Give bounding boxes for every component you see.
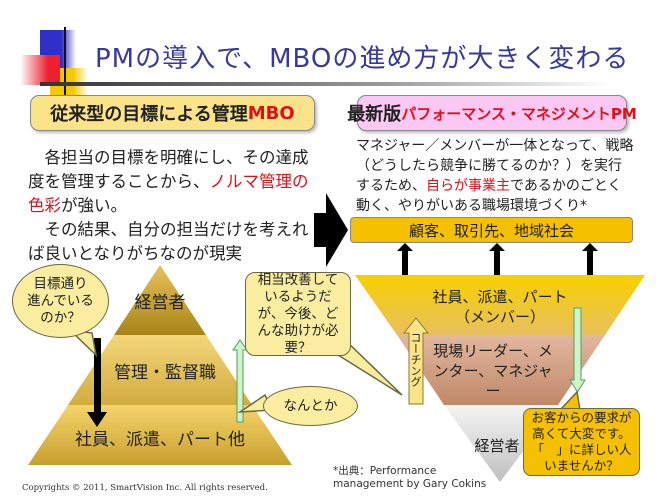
title-underline: [40, 82, 610, 86]
coaching-label: コーチング: [409, 332, 422, 387]
footnote: *出典：Performance management by Gary Cokin…: [333, 465, 487, 490]
pm-header-text: 最新版: [347, 104, 402, 125]
desc-highlight: ノルマ管理の色彩: [28, 172, 309, 215]
mbo-header-accent: MBO: [247, 102, 295, 124]
pyramid-label-middle: 管理・監督職: [114, 362, 216, 383]
pyramid-label-bottom: 社員、派遣、パート他: [75, 429, 245, 450]
inverted-label-top: 社員、派遣、パート（メンバー）: [432, 288, 568, 326]
inverted-label-bottom: 経営者: [474, 436, 520, 455]
double-arrows-icon: [397, 243, 598, 285]
desc-text: マネジャー／メンバーが一体となって、戦略（どうしたら競争に勝てるのか？）を実行す…: [356, 138, 634, 194]
mbo-header-text: 従来型の目標による管理: [50, 104, 248, 125]
pm-header-accent: パフォーマンス・マネジメントPM: [401, 104, 637, 123]
inverted-middle: [397, 335, 605, 405]
down-arrow-icon: [87, 338, 107, 427]
copyright: Copyrights © 2011, SmartVision Inc. All …: [22, 483, 268, 493]
customers-box: 顧客、取引先、地域社会: [350, 217, 633, 243]
transition-arrow-icon: [314, 193, 348, 267]
desc-text: 各担当の目標を明確にし、その達成度を管理することから、: [28, 148, 309, 191]
page-title: PMの導入で、MBOの進め方が大きく変わる: [95, 44, 630, 74]
mbo-description: 各担当の目標を明確にし、その達成度を管理することから、ノルマ管理の色彩が強い。 …: [28, 146, 316, 266]
desc-highlight: 自らが事業主: [426, 178, 510, 194]
deco-red-square: [20, 55, 60, 85]
bubble-help-question: 相当改善しているようだが、今後、どんな助けが必要？: [245, 272, 351, 356]
bubble-customer-request: お客からの要求が高くて大変です。「 」に詳しい人いませんか？: [523, 408, 640, 476]
desc-text: であるかのごとく動く、やりがいある職場環境づくり*: [356, 178, 622, 214]
pm-description: マネジャー／メンバーが一体となって、戦略（どうしたら競争に勝てるのか？）を実行す…: [356, 136, 634, 216]
inverted-label-middle: 現場リーダー、メンター、マネジャー: [433, 342, 553, 400]
desc-text: その結果、自分の担当だけを考えれば良いとなりがちなのが現実: [28, 220, 309, 263]
bubble-nantoka: なんとか: [263, 386, 358, 426]
coaching-arrow-icon: [402, 317, 430, 405]
bubble-progress-question: 目標通り進んでいるのか？: [12, 264, 109, 338]
pyramid-label-top: 経営者: [134, 292, 186, 313]
inverted-top: [355, 275, 645, 335]
pm-header: 最新版パフォーマンス・マネジメントPM: [347, 95, 637, 131]
pyramid-top: [114, 265, 206, 335]
customers-label: 顧客、取引先、地域社会: [408, 221, 574, 240]
deco-vertical-line: [64, 27, 66, 107]
desc-text: が強い。: [61, 196, 127, 215]
down-arrow-green-icon: [569, 307, 586, 393]
pyramid-middle: [68, 335, 252, 405]
